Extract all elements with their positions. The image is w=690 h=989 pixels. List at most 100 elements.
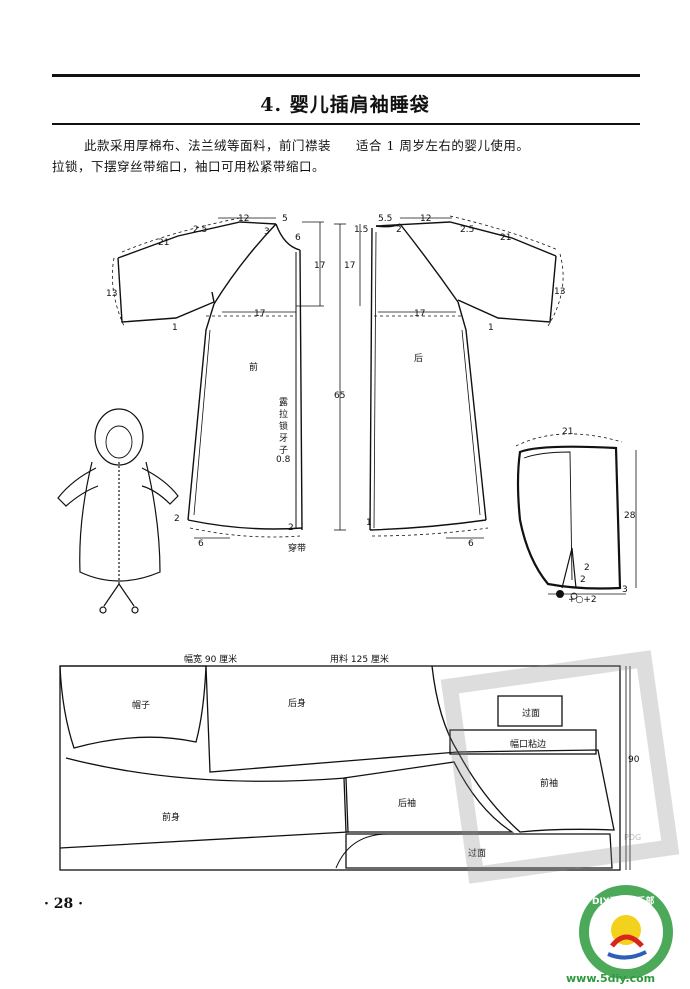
back-dim-label-2-5: 2.5 [460,225,474,235]
front-dim-label-3: 3 [264,227,270,237]
back-sleeve-outline [457,255,557,323]
piece-yoke-curve [335,833,389,869]
front-dim-label-2-hem: 2 [174,514,180,524]
back-neck-curve [375,223,401,228]
piece-yoke-2 [345,833,613,869]
hood-dash-top [515,433,623,447]
piece-label-yoke-2: 过面 [468,847,486,859]
front-dim-label-17v: 17 [314,261,325,271]
piece-label-yoke-1: 过面 [522,707,540,719]
back-dim-label-2: 2 [396,225,402,235]
badge-site: www.5diy.com [566,972,655,985]
ribbon-label: 穿带 [288,542,306,554]
badge-ring [579,885,673,979]
sketch-body [79,461,161,582]
intro-col2-line1: 适合 1 周岁左右的婴儿使用。 [356,138,530,153]
zipper-char-4: 牙 [279,433,288,444]
intro-col1-line1: 此款采用厚棉布、法兰绒等面料，前门襟装 [84,138,332,153]
piece-yoke-1 [497,695,563,727]
piece-label-cuff-binding: 幅口粘边 [510,738,546,750]
hood-dart [561,547,577,589]
top-rule-thick [52,74,640,77]
piece-hood [59,665,207,749]
back-dim-label-17v: 17 [344,261,355,271]
front-dim-label-2-5: 2.5 [193,225,207,235]
sketch-drawstring [103,583,135,607]
top-rule-thin [52,123,640,125]
hood-inner-curve [523,451,573,581]
front-hem-dash [189,527,301,538]
hood-anchor-dot [556,590,564,598]
back-hem [369,519,487,531]
watermark-stamp: PDG [440,650,680,884]
front-raglan-seam [213,223,277,305]
back-hem-dash [371,527,489,537]
front-sleeve-top-line [117,221,277,259]
piece-front-body [59,757,349,849]
back-dim-label-17h: 17 [414,309,425,319]
piece-back-body [205,665,460,773]
piece-label-hood: 帽子 [132,699,150,711]
back-side-seam [457,301,487,521]
zipper-char-1: 露 [279,397,288,408]
fabric-width-label: 幅宽 90 厘米 [184,653,237,665]
piece-label-front-sleeve: 前袖 [540,777,558,789]
front-dim-label-6: 6 [295,233,301,243]
zipper-char-5: 子 [279,445,288,456]
back-centre-line [369,227,373,531]
back-dim-label-1-hem: 1 [366,518,372,528]
dim-label-65: 65 [334,391,345,401]
front-dim-label-5: 5 [282,214,288,224]
front-dim-label-6-hem: 6 [198,539,204,549]
back-sleeve-dash [449,215,559,251]
front-hem [187,519,303,530]
front-dim-label-13: 13 [106,289,117,299]
fabric-side-dim-label: 90 [628,755,640,765]
back-dim-label-12: 12 [420,214,431,224]
back-inner-centre [373,231,377,529]
front-neck-curve [275,223,301,251]
front-label: 前 [249,361,258,373]
back-inner-side [461,329,481,516]
badge-wave [607,950,647,960]
front-dim-label-17h: 17 [254,309,265,319]
front-sleeve-outline [117,257,215,323]
hood-dim-label-plus: +○+2 [568,595,597,605]
page-number: · 28 · [44,896,83,912]
piece-label-front-body: 前身 [162,811,180,823]
cutting-layout [59,665,631,871]
sketch-tassel-right [131,606,139,614]
hood-pattern [515,433,637,595]
hood-dim-label-2a: 2 [584,563,590,573]
svg-text:PDG: PDG [624,833,641,842]
sketch-tassel-left [99,606,107,614]
badge-text: DIY手工俱乐部 [592,895,654,907]
front-pattern [117,221,303,531]
zipper-width-label: 0.8 [276,455,291,465]
hood-outline [516,445,622,590]
back-cuff-dash [547,253,564,327]
back-dim-label-21: 21 [500,233,511,243]
sketch-face [105,425,133,459]
front-cuff-dash [112,257,125,327]
front-centre-line [299,249,303,531]
fabric-length-label: 用料 125 厘米 [330,653,389,665]
baby-sleeping-bag-sketch [57,408,179,614]
front-sleeve-dash [121,217,241,253]
section-title: 4. 婴儿插肩袖睡袋 [260,94,430,116]
front-dim-label-21: 21 [158,238,169,248]
front-dim-label-2-cf: 2 [288,523,294,533]
front-side-seam [187,303,215,521]
piece-back-sleeve [343,761,515,833]
piece-label-back-body: 后身 [288,697,306,709]
back-dim-label-1-cuff: 1 [488,323,494,333]
front-inner-side [193,329,211,516]
piece-front-sleeve [457,749,615,833]
piece-label-back-sleeve: 后袖 [398,797,416,809]
fabric-outline [59,665,621,871]
hood-anchor-ring [570,592,578,600]
back-dim-label-1-5: 1.5 [354,225,368,235]
back-sleeve-top-line [375,221,557,257]
zipper-char-3: 锁 [279,420,288,432]
